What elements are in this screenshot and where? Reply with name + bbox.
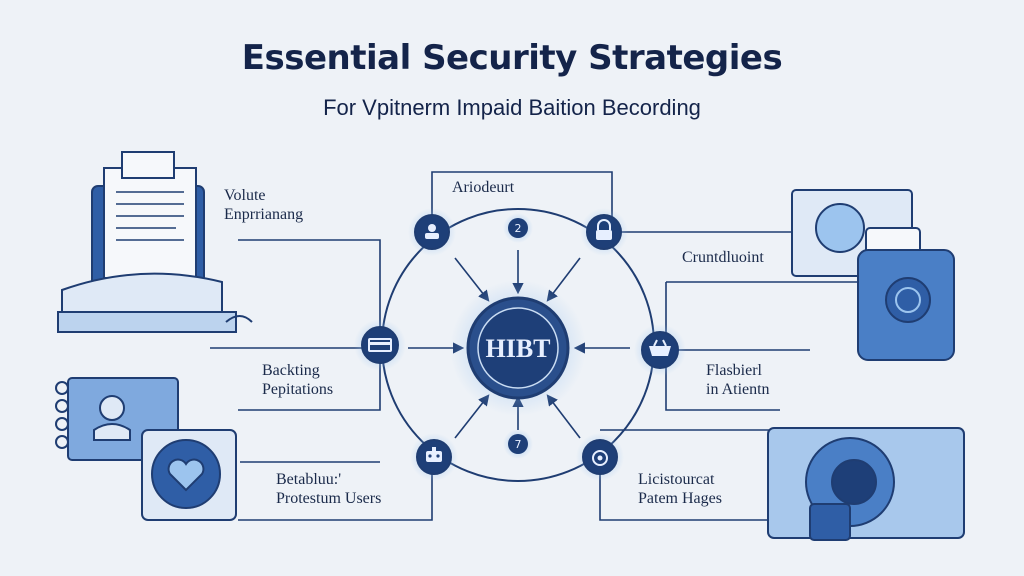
node-bottom-right[interactable]: [576, 433, 624, 481]
label-middle-left: Backting Pepitations: [262, 361, 333, 399]
card-icon: [368, 338, 392, 352]
node-circle: [508, 218, 528, 238]
device-illustration: [791, 189, 955, 361]
camera-illustration: [767, 427, 965, 541]
heart-icon: [167, 458, 205, 492]
label-top-right: Cruntdluoint: [682, 249, 764, 266]
lock-icon: [596, 219, 612, 240]
label-line: Backting: [262, 362, 320, 379]
node-top-left[interactable]: [408, 208, 456, 256]
dial-ring: [895, 287, 921, 313]
page-subtitle: For Vpitnerm Impaid Baition Becording: [323, 95, 701, 120]
connector-top: [431, 171, 613, 228]
camera-lock: [809, 503, 851, 541]
label-line: Protestum Users: [276, 490, 382, 507]
lens-inner: [831, 459, 877, 505]
screen-lens: [815, 203, 865, 253]
label-line: Licistourcat: [638, 471, 715, 488]
label-line: Pepitations: [262, 381, 334, 398]
label-middle-right: Flasbierl in Atientn: [706, 361, 770, 399]
node-badge-top: 2: [515, 222, 522, 235]
label-line: in Atientn: [706, 381, 770, 398]
avatar: [99, 395, 125, 421]
label-line: Flasbierl: [706, 362, 762, 379]
hub-label: HIBT: [485, 334, 550, 363]
document-sheet: [103, 167, 197, 279]
avatar-body: [93, 423, 131, 441]
shield-icon: [592, 450, 608, 466]
connector-right-mid: [665, 282, 780, 411]
connector-lines: [210, 171, 926, 521]
notebook-illustration: [55, 377, 237, 521]
robot-icon: [426, 447, 442, 462]
node-bottom-center[interactable]: 7: [503, 429, 533, 459]
basket-icon: [649, 339, 671, 356]
book-documents-illustration: [57, 151, 253, 333]
node-top-right[interactable]: [580, 208, 628, 256]
label-bottom-right: Licistourcat Patem Hages: [638, 470, 722, 508]
node-circle: [508, 434, 528, 454]
node-badge-bottom: 7: [515, 438, 522, 451]
document-tab: [121, 151, 175, 179]
label-top-left: Volute Enprrianang: [224, 186, 303, 224]
scribble: [225, 315, 253, 323]
label-line: Volute: [224, 187, 266, 204]
node-mid-left[interactable]: [354, 319, 406, 371]
label-line: Patem Hages: [638, 490, 722, 507]
book-stack: [57, 311, 237, 333]
label-bottom-left: Betabluu:' Protestum Users: [276, 470, 381, 508]
page-title: Essential Security Strategies: [241, 38, 783, 78]
label-top-center: Ariodeurt: [452, 179, 515, 196]
person-icon: [425, 224, 439, 239]
hub-inner: [477, 307, 559, 389]
node-top-center[interactable]: 2: [503, 213, 533, 243]
spiral-rings: [55, 381, 69, 449]
node-bottom-left[interactable]: [410, 433, 458, 481]
node-mid-right[interactable]: [634, 324, 686, 376]
label-line: Betabluu:': [276, 471, 342, 488]
label-line: Enprrianang: [224, 206, 304, 223]
document-lines: [116, 191, 184, 241]
device-dial: [885, 277, 931, 323]
